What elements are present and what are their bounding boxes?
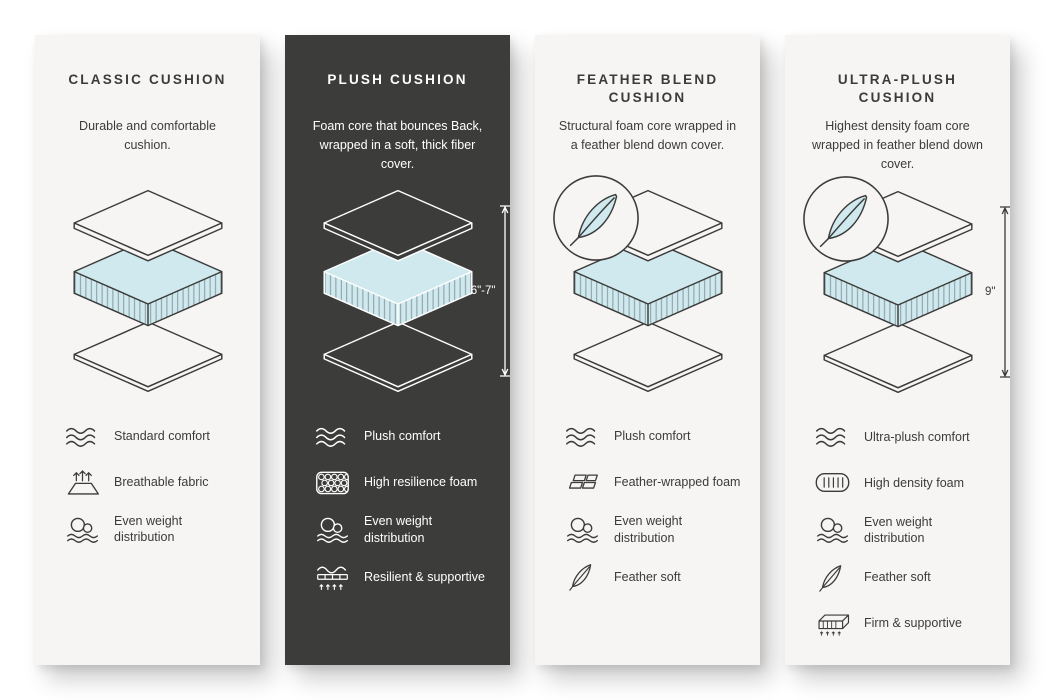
- card-description: Highest density foam core wrapped in fea…: [812, 119, 983, 171]
- feature-row: Even weight distribution: [313, 513, 492, 546]
- feature-row: High resilience foam: [313, 467, 492, 497]
- card-title: ULTRA-PLUSH CUSHION: [837, 72, 958, 106]
- even-weight-icon: [813, 515, 851, 544]
- feature-label: Firm & supportive: [864, 616, 962, 631]
- measurement-line: [499, 205, 510, 377]
- feature-label: Breathable fabric: [114, 474, 209, 489]
- feather-circle-badge-icon: [801, 174, 891, 264]
- cushion-illustration: 6"-7": [317, 187, 510, 395]
- feature-list: Standard comfort Breathable fabric Even …: [53, 421, 242, 546]
- feature-row: Plush comfort: [313, 421, 492, 451]
- feature-row: Ultra-plush comfort: [813, 422, 992, 452]
- feature-row: Even weight distribution: [813, 514, 992, 547]
- feature-label: Ultra-plush comfort: [864, 429, 970, 444]
- feature-label: Resilient & supportive: [364, 569, 485, 584]
- honeycomb-foam-icon: [313, 468, 351, 497]
- cushion-illustration: [567, 187, 729, 395]
- feature-row: High density foam: [813, 468, 992, 498]
- feature-row: Feather soft: [813, 562, 992, 592]
- resilient-springs-icon: [313, 562, 351, 591]
- dense-foam-icon: [813, 468, 851, 497]
- cushion-illustration: 9": [817, 188, 1010, 396]
- card-ultra-plush-cushion: ULTRA-PLUSH CUSHION Highest density foam…: [785, 35, 1010, 665]
- firm-block-icon: [813, 609, 851, 638]
- feature-list: Plush comfort Feather-wrapped foam Even …: [553, 421, 742, 592]
- feature-row: Feather soft: [563, 562, 742, 592]
- feature-label: Even weight distribution: [864, 514, 933, 545]
- foam-bricks-icon: [563, 468, 601, 497]
- measurement-line: [999, 206, 1010, 378]
- feature-row: Even weight distribution: [563, 513, 742, 546]
- feature-label: Standard comfort: [114, 428, 210, 443]
- feature-label: Even weight distribution: [364, 514, 433, 545]
- even-weight-icon: [63, 515, 101, 544]
- cushion-illustration: [67, 187, 229, 395]
- feature-list: Plush comfort High resilience foam Even …: [303, 421, 492, 592]
- feature-label: Feather soft: [864, 570, 931, 585]
- layered-cushion-diagram: [317, 187, 479, 394]
- feature-row: Even weight distribution: [63, 513, 242, 546]
- waves-icon: [313, 422, 351, 451]
- even-weight-icon: [313, 515, 351, 544]
- feature-label: Plush comfort: [614, 429, 691, 444]
- card-description: Structural foam core wrapped in a feathe…: [558, 119, 737, 153]
- feature-label: High resilience foam: [364, 475, 478, 490]
- card-title: FEATHER BLEND CUSHION: [576, 72, 719, 106]
- card-description: Durable and comfortable cushion.: [79, 119, 216, 152]
- height-measurement: 9": [985, 206, 1010, 378]
- feature-row: Resilient & supportive: [313, 562, 492, 592]
- height-measurement: 6"-7": [471, 205, 511, 377]
- feather-icon: [813, 563, 851, 592]
- measurement-label: 9": [985, 285, 996, 298]
- card-title: PLUSH CUSHION: [327, 72, 468, 87]
- feature-list: Ultra-plush comfort High density foam Ev…: [803, 422, 992, 639]
- feature-label: Even weight distribution: [614, 514, 683, 545]
- feature-row: Breathable fabric: [63, 467, 242, 497]
- feature-row: Firm & supportive: [813, 608, 992, 638]
- feather-icon: [563, 562, 601, 591]
- feature-row: Plush comfort: [563, 421, 742, 451]
- card-description: Foam core that bounces Back, wrapped in …: [312, 119, 483, 171]
- feature-label: Even weight distribution: [114, 514, 183, 545]
- waves-icon: [63, 422, 101, 451]
- card-classic-cushion: CLASSIC CUSHION Durable and comfortable …: [35, 35, 260, 665]
- feather-circle-badge-icon: [551, 173, 641, 263]
- layered-cushion-diagram: [67, 187, 229, 394]
- waves-icon: [813, 422, 851, 451]
- waves-icon: [563, 422, 601, 451]
- card-plush-cushion: PLUSH CUSHION Foam core that bounces Bac…: [285, 35, 510, 665]
- card-title: CLASSIC CUSHION: [68, 72, 227, 87]
- feature-row: Standard comfort: [63, 421, 242, 451]
- feature-label: Feather-wrapped foam: [614, 475, 741, 490]
- feature-label: Plush comfort: [364, 429, 441, 444]
- breathable-fabric-icon: [63, 468, 101, 497]
- measurement-label: 6"-7": [470, 285, 496, 298]
- card-feather-blend-cushion: FEATHER BLEND CUSHION Structural foam co…: [535, 35, 760, 665]
- feature-row: Feather-wrapped foam: [563, 467, 742, 497]
- feature-label: Feather soft: [614, 569, 681, 584]
- even-weight-icon: [563, 515, 601, 544]
- feature-label: High density foam: [864, 475, 965, 490]
